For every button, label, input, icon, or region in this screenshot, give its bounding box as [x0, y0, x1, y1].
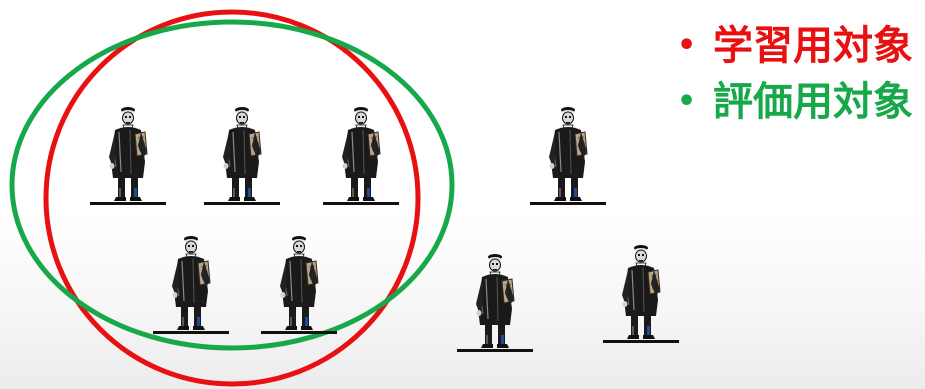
legend-bullet: •	[677, 74, 713, 130]
person-icon-5	[261, 236, 337, 334]
person-icon-3	[323, 107, 399, 205]
legend-label-evaluation: 評価用対象	[713, 74, 913, 130]
legend-item-training: • 学習用対象	[677, 18, 913, 74]
person-icon-2	[204, 107, 280, 205]
person-icon-4	[153, 236, 229, 334]
person-icon-8	[603, 245, 679, 343]
person-icon-1	[90, 107, 166, 205]
legend-bullet: •	[677, 18, 713, 74]
legend-item-evaluation: • 評価用対象	[677, 74, 913, 130]
person-icon-7	[457, 254, 533, 352]
legend: • 学習用対象 • 評価用対象	[677, 18, 913, 130]
person-icon-6	[530, 107, 606, 205]
legend-label-training: 学習用対象	[713, 18, 913, 74]
